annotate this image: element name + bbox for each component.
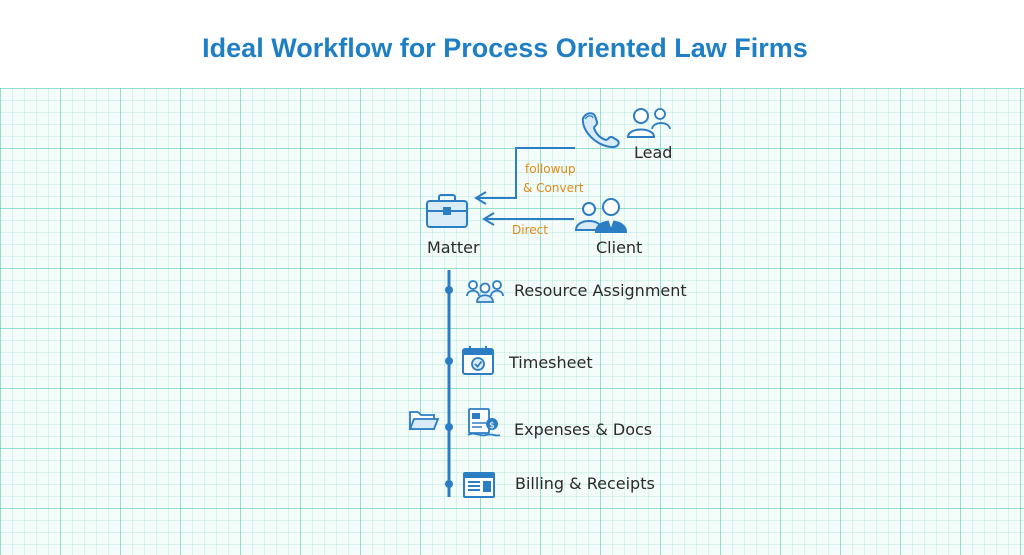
matter-label: Matter — [427, 238, 480, 257]
expense-docs-icon: $ — [467, 408, 501, 437]
client-label: Client — [596, 238, 643, 257]
people-group-icon — [466, 280, 504, 303]
step-label: Timesheet — [509, 353, 593, 372]
phone-icon — [581, 112, 620, 149]
lead-label: Lead — [634, 143, 673, 162]
timeline-dot — [445, 423, 453, 431]
timeline-dot — [445, 357, 453, 365]
timeline-dot — [445, 480, 453, 488]
svg-text:$: $ — [489, 421, 495, 431]
direct-label: Direct — [512, 223, 548, 237]
convert-label: & Convert — [523, 181, 584, 195]
folder-icon — [408, 411, 440, 430]
briefcase-icon — [426, 194, 468, 228]
calendar-clock-icon — [462, 346, 494, 375]
step-label: Expenses & Docs — [514, 420, 653, 439]
client-people-icon — [574, 198, 628, 233]
step-label: Billing & Receipts — [515, 474, 655, 493]
timeline-dot — [445, 286, 453, 294]
lead-person-icon — [626, 108, 671, 138]
billing-receipt-icon — [463, 472, 495, 498]
grid-background — [0, 88, 1024, 555]
lead-to-matter-line — [476, 147, 575, 199]
lead-arrow-head — [474, 191, 487, 205]
followup-label: followup — [525, 162, 576, 176]
client-arrow-head — [482, 212, 495, 226]
step-label: Resource Assignment — [514, 281, 687, 300]
page-title: Ideal Workflow for Process Oriented Law … — [202, 33, 808, 63]
